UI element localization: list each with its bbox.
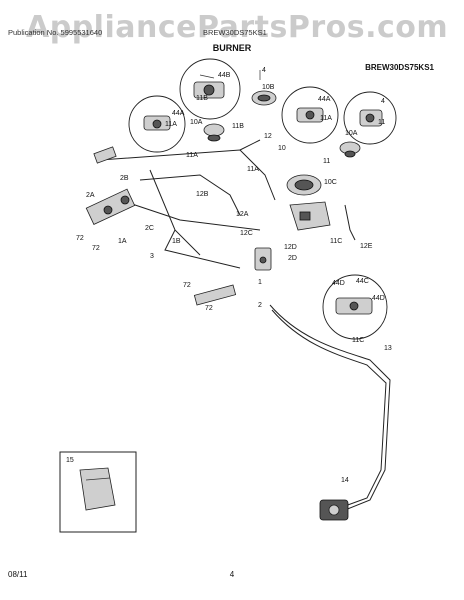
label-44-right: 4 <box>381 98 385 105</box>
label-44a: 44A <box>172 110 185 117</box>
label-14: 14 <box>341 477 349 484</box>
burner-10b: 10B 4 <box>251 67 277 106</box>
label-3: 3 <box>150 253 154 260</box>
label-11b-center: 11B <box>232 123 244 130</box>
valve-assembly-left: 2A 2B 2C 1A 1B 3 72 72 <box>76 175 181 260</box>
label-4-top: 4 <box>262 67 266 74</box>
label-11a-center: 11A <box>186 152 198 159</box>
label-11-right: 11 <box>378 119 385 126</box>
label-15: 15 <box>66 457 74 464</box>
label-2a: 2A <box>86 192 95 199</box>
callout-circle-11c: 44D 44C 44D 11C <box>322 274 388 344</box>
label-10a-left: 10A <box>190 119 203 126</box>
label-10a-right: 10A <box>345 130 358 137</box>
label-11b: 11B <box>196 95 208 102</box>
label-12a: 12A <box>236 211 249 218</box>
valve-2d: 2D 1 2 72 72 <box>183 247 297 312</box>
label-11c-lower: 11C <box>352 337 364 344</box>
footer-date: 08/11 <box>8 570 28 579</box>
publication-model: BREW30DS75KS1 <box>203 28 267 37</box>
label-10: 10 <box>278 145 286 152</box>
label-72-b: 72 <box>92 245 100 252</box>
callout-circle-10b: 44B 11B <box>179 58 241 120</box>
label-13: 13 <box>384 345 392 352</box>
label-11a-right: 11A <box>320 115 332 122</box>
gas-supply-line-13: 13 <box>269 304 392 511</box>
burner-10c: 10C 10 11A <box>247 145 337 196</box>
label-11c: 11C <box>330 238 342 245</box>
label-10c: 10C <box>324 179 337 186</box>
label-44d: 44D <box>372 295 385 302</box>
manifold-frame: 12 12B 12A 12C 12D 12E <box>93 133 373 269</box>
regulator-14: 14 <box>319 477 349 521</box>
model-number: BREW30DS75KS1 <box>365 63 434 72</box>
label-1a: 1A <box>118 238 127 245</box>
label-12b: 12B <box>196 191 209 198</box>
burner-10a-left: 10A 11B 11A <box>186 119 244 159</box>
label-10b: 10B <box>262 84 275 91</box>
label-72-d: 72 <box>205 305 213 312</box>
label-11a-left: 11A <box>165 121 177 128</box>
watermark: AppliancePartsPros.com <box>26 10 449 45</box>
publication-number: Publication No. 5995531640 <box>8 28 103 37</box>
burner-10a-right: 10A 11 <box>323 130 361 165</box>
callout-circle-11a-right: 44A 11A <box>281 86 339 144</box>
label-2d: 2D <box>288 255 297 262</box>
label-44b: 44B <box>218 72 231 79</box>
inset-box-15: 15 <box>59 451 137 533</box>
page-header: AppliancePartsPros.com Publication No. 5… <box>0 0 464 60</box>
label-44a-right: 44A <box>318 96 331 103</box>
label-12d: 12D <box>284 244 297 251</box>
callout-circle-11: 4 11 <box>343 91 397 145</box>
callout-circle-11a-left: 44A 11A <box>128 95 186 153</box>
footer-page-number: 4 <box>229 570 235 579</box>
label-72-c: 72 <box>183 282 191 289</box>
burner-base-11c: 11C <box>289 201 342 245</box>
label-12e: 12E <box>360 243 373 250</box>
label-12: 12 <box>264 133 272 140</box>
label-2c: 2C <box>145 225 154 232</box>
label-12c: 12C <box>240 230 253 237</box>
label-72-a: 72 <box>76 235 84 242</box>
label-44c-left: 44D <box>332 280 345 287</box>
label-2: 2 <box>258 302 262 309</box>
label-2b: 2B <box>120 175 129 182</box>
label-1: 1 <box>258 279 262 286</box>
label-11a-lower: 11A <box>247 166 259 173</box>
label-44c: 44C <box>356 278 369 285</box>
label-1b: 1B <box>172 238 181 245</box>
label-11: 11 <box>323 158 330 165</box>
section-title: BURNER <box>212 43 252 53</box>
